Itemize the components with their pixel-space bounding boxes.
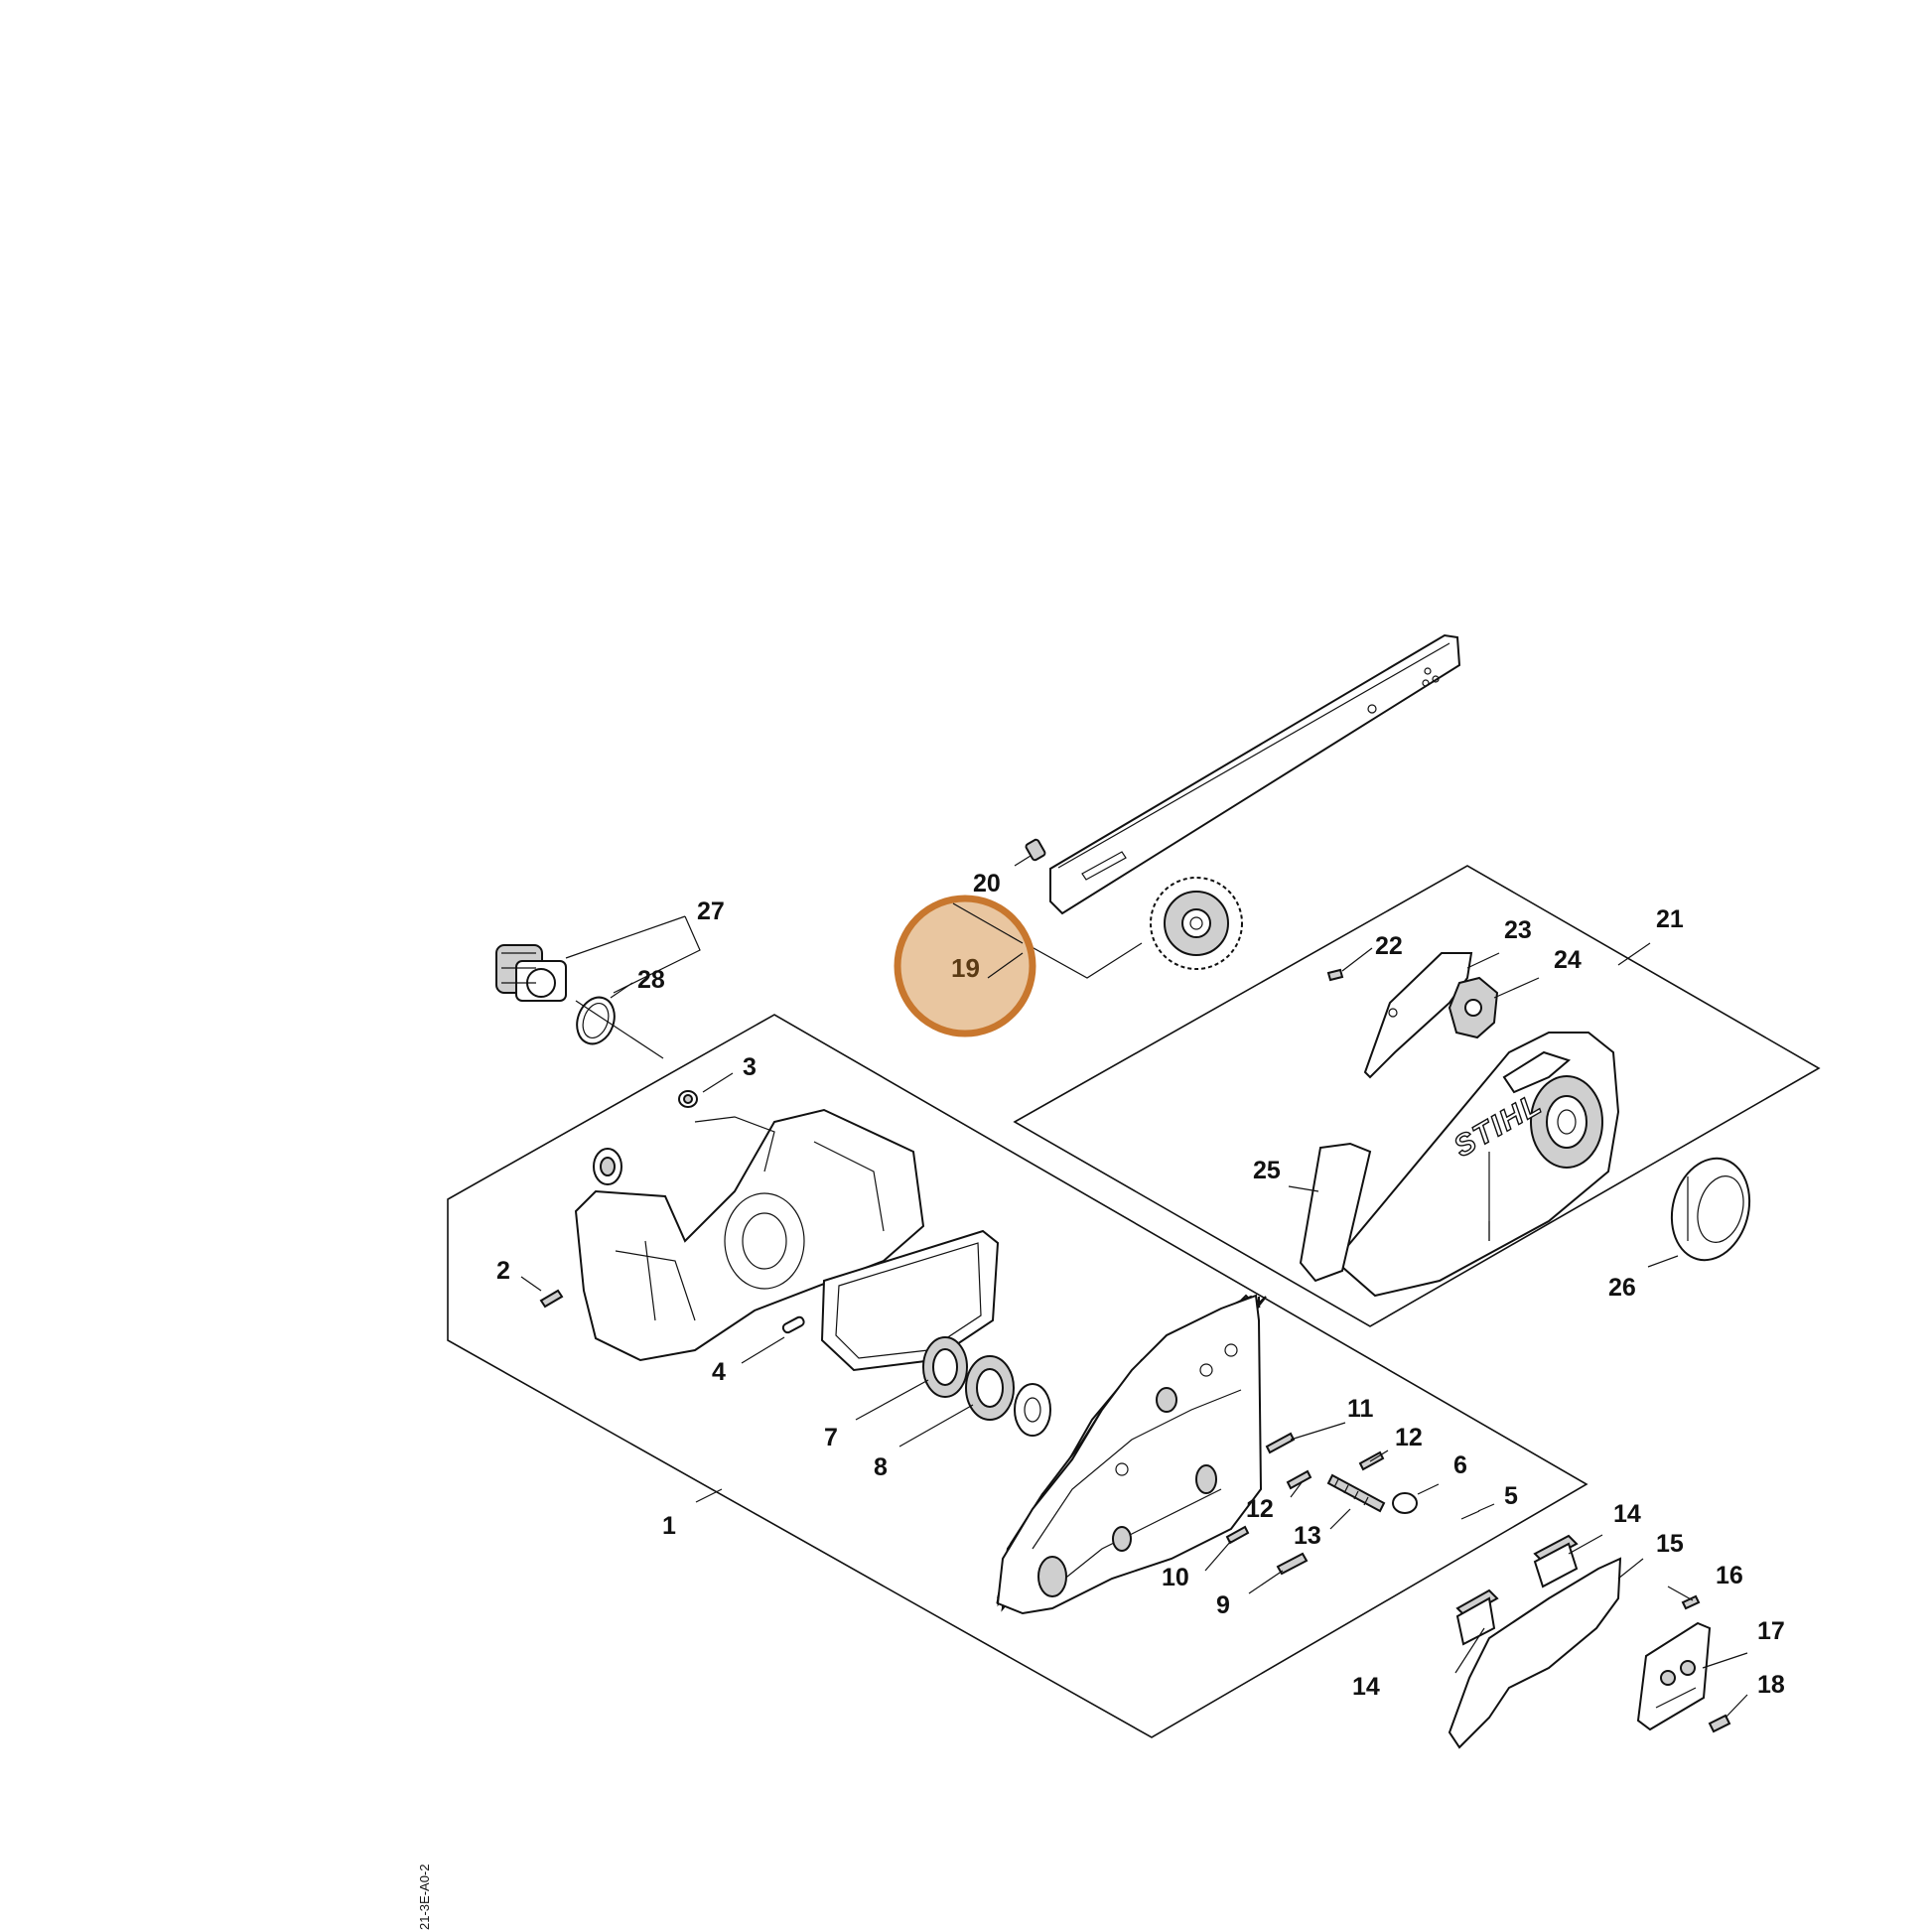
callout-11[interactable]: 11	[1347, 1395, 1374, 1423]
callout-27[interactable]: 27	[697, 897, 725, 925]
screw-part-10[interactable]	[1225, 1525, 1250, 1545]
crankcase-right-body[interactable]	[996, 1294, 1263, 1615]
crankcase-left-half[interactable]	[574, 1108, 925, 1362]
callout-19[interactable]: 19	[951, 953, 980, 983]
o-ring-part-28[interactable]	[571, 992, 621, 1048]
highlight-part-19[interactable]: 19	[894, 895, 1036, 1037]
crankcase-group-outline	[447, 1014, 1588, 1738]
callout-4[interactable]: 4	[712, 1358, 726, 1386]
callout-2[interactable]: 2	[496, 1257, 510, 1285]
buffer-part-14-upper[interactable]	[1533, 1534, 1579, 1588]
oil-line	[575, 1000, 664, 1059]
callout-22[interactable]: 22	[1375, 932, 1403, 960]
callout-1[interactable]: 1	[662, 1512, 676, 1540]
spring-part-13[interactable]	[1326, 1473, 1386, 1513]
screw-part-16[interactable]	[1681, 1594, 1701, 1610]
callout-8[interactable]: 8	[874, 1453, 888, 1481]
buffer-part-14-lower[interactable]	[1455, 1588, 1499, 1646]
ball-bearing-part-8[interactable]	[965, 1355, 1015, 1421]
callout-12-upper[interactable]: 12	[1395, 1424, 1423, 1451]
callout-25[interactable]: 25	[1253, 1157, 1281, 1184]
leader-lines	[520, 855, 1748, 1719]
knob-part-24[interactable]	[1448, 976, 1499, 1039]
callout-13[interactable]: 13	[1294, 1522, 1321, 1550]
pad-part-25[interactable]	[1299, 1142, 1372, 1283]
stud-part-12-lower[interactable]	[1286, 1469, 1312, 1490]
callout-7[interactable]: 7	[824, 1424, 838, 1451]
callout-17[interactable]: 17	[1757, 1617, 1785, 1645]
callout-9[interactable]: 9	[1216, 1591, 1230, 1619]
callout-10[interactable]: 10	[1162, 1564, 1189, 1591]
bar-nut-part-20[interactable]	[1025, 838, 1046, 862]
callout-26[interactable]: 26	[1608, 1274, 1636, 1302]
pin-part-4[interactable]	[781, 1315, 805, 1334]
chain-sprocket[interactable]	[1150, 877, 1243, 970]
callout-12-lower[interactable]: 12	[1246, 1495, 1274, 1523]
sprocket-cover-group-outline	[1013, 865, 1821, 1327]
cover-cap-part-26[interactable]	[1661, 1150, 1760, 1269]
callout-23[interactable]: 23	[1504, 916, 1532, 944]
screw-part-18[interactable]	[1708, 1714, 1731, 1733]
callout-6[interactable]: 6	[1453, 1451, 1467, 1479]
ball-bearing-part-7[interactable]	[922, 1336, 968, 1398]
screw-part-2[interactable]	[539, 1289, 564, 1309]
screw-part-9[interactable]	[1276, 1552, 1309, 1576]
sprocket-cover-part-21[interactable]: STIHL	[1333, 1032, 1620, 1298]
stud-part-11[interactable]	[1265, 1432, 1296, 1454]
pin-part-5[interactable]	[1460, 1510, 1480, 1520]
oil-pump-part-27[interactable]	[495, 944, 567, 1002]
callout-3[interactable]: 3	[743, 1053, 757, 1081]
screw-part-22[interactable]	[1326, 968, 1344, 982]
chain-catcher-part-15[interactable]	[1448, 1557, 1622, 1749]
gasket[interactable]	[820, 1229, 1000, 1372]
guide-bar[interactable]	[1049, 633, 1461, 915]
callout-14-lower[interactable]: 14	[1352, 1673, 1380, 1701]
oil-seal[interactable]	[1014, 1383, 1051, 1437]
seal-upper[interactable]	[593, 1148, 622, 1185]
callout-14-upper[interactable]: 14	[1613, 1500, 1641, 1528]
callout-15[interactable]: 15	[1656, 1530, 1684, 1558]
nut-part-3[interactable]	[678, 1090, 698, 1108]
callout-20[interactable]: 20	[973, 870, 1001, 897]
drawing-id: 21-3E-A0-2	[417, 1864, 432, 1930]
plug-part-6[interactable]	[1392, 1492, 1418, 1514]
callout-18[interactable]: 18	[1757, 1671, 1785, 1699]
callout-28[interactable]: 28	[637, 966, 665, 994]
guard-part-23[interactable]	[1363, 952, 1473, 1079]
callout-16[interactable]: 16	[1716, 1562, 1743, 1589]
callout-21[interactable]: 21	[1656, 905, 1684, 933]
side-plate-part-17[interactable]	[1636, 1621, 1712, 1731]
callout-24[interactable]: 24	[1554, 946, 1582, 974]
callout-5[interactable]: 5	[1504, 1482, 1518, 1510]
